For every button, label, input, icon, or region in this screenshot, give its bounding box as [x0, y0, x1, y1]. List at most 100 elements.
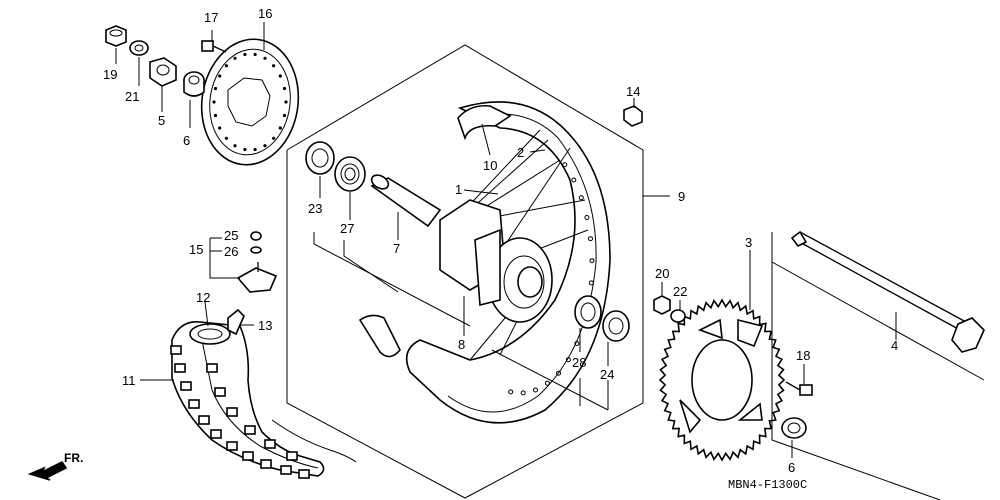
rear-axle [790, 230, 985, 353]
tread-knob [242, 451, 254, 461]
tread-knob [174, 363, 186, 373]
wheel-assembly-outline [286, 44, 644, 499]
callout-24: 24 [600, 367, 614, 382]
tread-knob [210, 429, 222, 439]
disc-hole [243, 147, 247, 152]
callout-17: 17 [204, 10, 218, 25]
callout-7: 7 [393, 241, 400, 256]
rim-spoke-hole [556, 370, 561, 376]
disc-hole [233, 144, 237, 148]
brake-disc [200, 38, 300, 166]
callout-4: 4 [891, 338, 898, 353]
leader-lines [115, 22, 897, 458]
disc-hole [272, 64, 276, 68]
rim-strip-12 [189, 323, 231, 345]
disc-hole [218, 126, 222, 130]
tread-knob [244, 425, 256, 435]
collar-5 [149, 57, 177, 87]
tread-knob [226, 407, 238, 417]
disc-hole [218, 74, 222, 78]
tread-knob [298, 469, 310, 479]
nut-20 [653, 295, 671, 315]
front-direction-arrow: FR. [27, 451, 83, 481]
callout-13: 13 [258, 318, 272, 333]
disc-hole [213, 113, 218, 118]
disc-hole [212, 100, 216, 104]
callout-27: 27 [340, 221, 354, 236]
callout-20: 20 [655, 266, 669, 281]
distance-collar-7 [370, 174, 442, 228]
callout-11: 11 [122, 373, 136, 388]
disc-hole [278, 126, 282, 130]
tread-knob [206, 363, 218, 373]
disc-hole [263, 56, 267, 60]
rim-spoke-hole [562, 162, 568, 168]
tread-knob [260, 459, 272, 469]
callout-6-bottom: 6 [788, 460, 795, 475]
diagram-code: MBN4-F1300C [728, 478, 807, 492]
callout-12: 12 [196, 290, 210, 305]
tread-knob [264, 439, 276, 449]
washer-22 [670, 309, 686, 323]
front-direction-label: FR. [64, 451, 83, 465]
disc-hole [282, 113, 287, 118]
callout-6-top: 6 [183, 133, 190, 148]
disc-hole [272, 136, 276, 140]
disc-hole [243, 52, 247, 57]
rim-spoke-hole [578, 195, 584, 201]
callout-18: 18 [796, 348, 810, 363]
bolt-18 [785, 381, 813, 396]
callout-5: 5 [158, 113, 165, 128]
rim-spoke-hole [574, 341, 580, 346]
wheel-hub [439, 199, 553, 323]
callout-22: 22 [673, 284, 687, 299]
callout-25: 25 [224, 228, 238, 243]
callout-10: 10 [483, 158, 497, 173]
collar-6-top [183, 71, 205, 97]
callout-2: 2 [517, 145, 524, 160]
bearing-27 [334, 156, 366, 192]
callout-19: 19 [103, 67, 117, 82]
bearing-28 [574, 295, 602, 329]
disc-hole [282, 86, 287, 91]
tread-knob [170, 345, 182, 355]
disc-hole [278, 74, 282, 78]
callout-28: 28 [572, 355, 586, 370]
rim-spoke-hole [588, 280, 594, 286]
callout-21: 21 [125, 89, 139, 104]
callout-1: 1 [455, 182, 462, 197]
wheel-rim [358, 101, 611, 424]
rim-spoke-hole [588, 236, 593, 242]
callout-8: 8 [458, 337, 465, 352]
rim-spoke-hole [508, 389, 514, 395]
tire [170, 321, 357, 479]
tread-knob [226, 441, 238, 451]
rim-spoke-hole [544, 380, 550, 386]
callout-23: 23 [308, 201, 322, 216]
collar-6-bottom [781, 417, 807, 439]
driven-sprocket [658, 298, 786, 462]
tread-knob [286, 451, 298, 461]
nut-14 [623, 105, 643, 127]
rim-lock [236, 231, 278, 293]
rim-spoke-hole [584, 215, 590, 220]
disc-hole [284, 100, 288, 104]
callout-26: 26 [224, 244, 238, 259]
rim-spoke-hole [589, 258, 595, 264]
axle-guide-line [771, 261, 985, 381]
disc-hole [233, 56, 237, 60]
disc-hole [213, 86, 218, 91]
tread-knob [280, 465, 292, 475]
nut-19 [105, 25, 127, 47]
tread-knob [198, 415, 210, 425]
axle-guide-line-2 [771, 439, 941, 500]
disc-hole [224, 136, 228, 140]
seal-23 [305, 141, 335, 175]
seal-24 [602, 310, 630, 342]
callouts: 19 21 5 6 17 16 14 10 2 1 9 23 27 7 8 28… [103, 6, 898, 492]
tread-knob [214, 387, 226, 397]
tread-knob [188, 399, 200, 409]
disc-hole [253, 147, 257, 152]
callout-15: 15 [189, 242, 203, 257]
